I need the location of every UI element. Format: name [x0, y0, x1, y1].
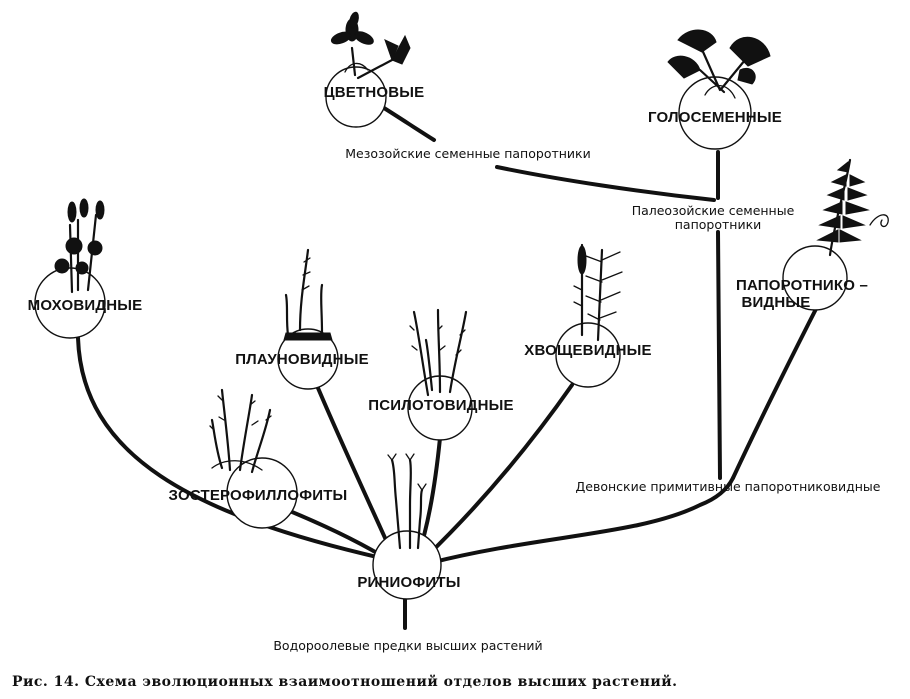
branch-lines	[76, 106, 820, 630]
label-gymnosperms: ГОЛОСЕМЕННЫЕ	[648, 109, 782, 126]
branch-mesozoic	[495, 165, 716, 202]
fern-frond-icon	[816, 158, 889, 257]
ancestor-labels: Мезозойские семенные папоротники Палеозо…	[273, 146, 880, 653]
label-algal-ancestors: Водороолевые предки высших растений	[273, 638, 542, 653]
rhynia-icon	[387, 453, 427, 550]
label-paleozoic-seed-ferns-line2: папоротники	[675, 217, 762, 232]
node-circles	[34, 66, 848, 600]
group-labels: ЦВЕТНОВЫЕ ГОЛОСЕМЕННЫЕ ПАПОРОТНИКО – ВИД…	[28, 84, 868, 591]
node-ferns	[782, 245, 848, 311]
label-mosses: МОХОВИДНЫЕ	[28, 297, 143, 314]
branch-to-paleozoic	[716, 230, 722, 480]
branch-mosses	[76, 336, 392, 562]
node-horsetails	[555, 322, 621, 388]
label-rhyniophytes: РИНИОФИТЫ	[357, 574, 460, 591]
ginkgo-leaf-icon	[667, 29, 771, 99]
psilotum-icon	[409, 308, 468, 397]
horsetail-icon	[573, 243, 623, 342]
label-mesozoic-seed-ferns: Мезозойские семенные папоротники	[345, 146, 590, 161]
node-zosterophylls	[226, 457, 298, 529]
label-zosterophylls: ЗОСТЕРОФИЛЛОФИТЫ	[169, 487, 348, 504]
label-lycopods: ПЛАУНОВИДНЫЕ	[235, 351, 369, 368]
branch-devonian-ferns	[428, 476, 735, 565]
label-psilotes: ПСИЛОТОВИДНЫЕ	[368, 397, 513, 414]
flower-icon	[330, 11, 411, 80]
zosterophyll-icon	[209, 388, 272, 474]
lycopod-icon	[283, 248, 333, 341]
moss-icon	[54, 198, 105, 294]
node-lycopods	[277, 328, 339, 390]
label-horsetails: ХВОЩЕВИДНЫЕ	[524, 342, 651, 359]
branch-ferns	[731, 303, 820, 480]
label-ferns-line1: ПАПОРОТНИКО –	[736, 277, 868, 294]
node-rhyniophytes	[372, 530, 442, 600]
label-devonian-primitive-ferns: Девонские примитивные папоротниковидные	[576, 479, 881, 494]
label-flowering: ЦВЕТНОВЫЕ	[324, 84, 425, 101]
label-paleozoic-seed-ferns-line1: Палеозойские семенные	[632, 203, 795, 218]
figure-caption: Рис. 14. Схема эволюционных взаимоотноше…	[12, 673, 677, 690]
label-ferns-line2: ВИДНЫЕ	[741, 294, 810, 311]
node-flowering	[325, 66, 387, 128]
branch-horsetails	[423, 383, 574, 560]
branch-flowering	[382, 106, 436, 142]
